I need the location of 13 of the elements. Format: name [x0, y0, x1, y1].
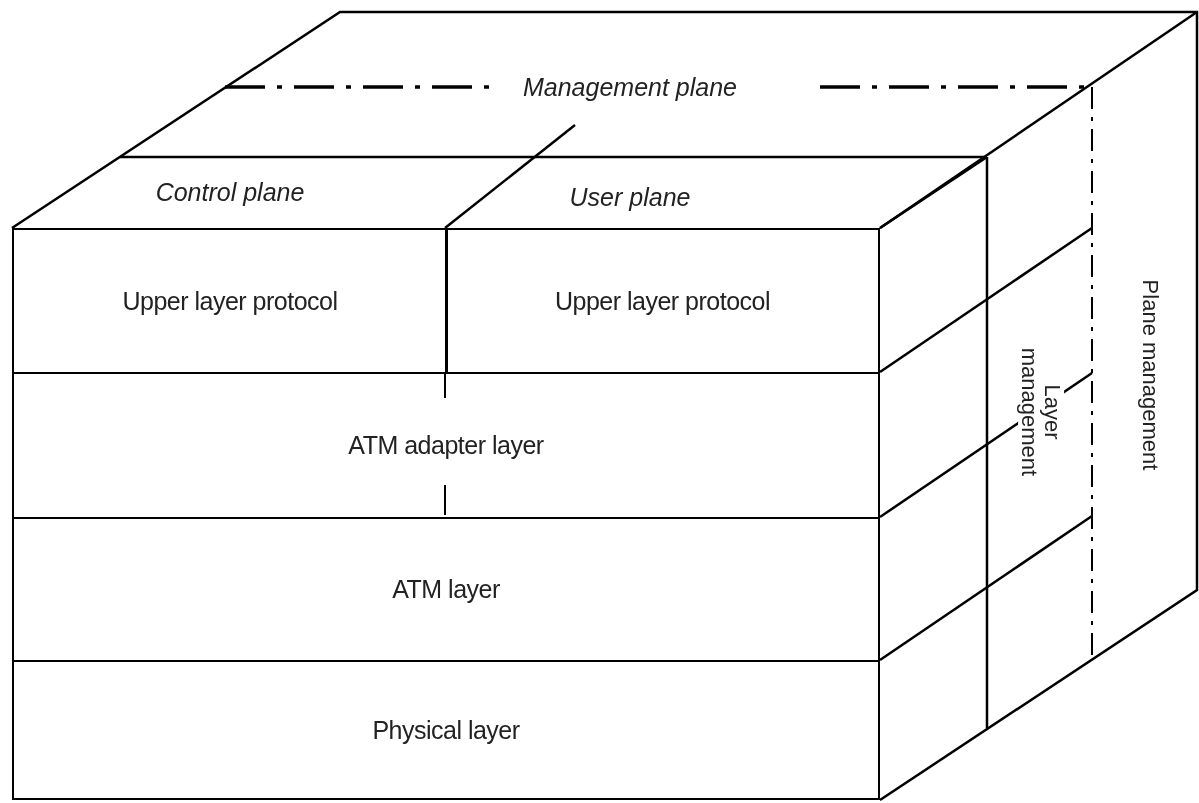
layer-box — [12, 372, 880, 519]
layer-box — [445, 228, 880, 374]
plane-label: User plane — [540, 180, 720, 214]
layer-box — [12, 517, 880, 662]
plane-label: Management plane — [495, 70, 765, 104]
layer-label: ATM layer — [392, 575, 500, 604]
layer-label: ATM adapter layer — [348, 431, 544, 460]
plane-label: Control plane — [135, 175, 325, 209]
layer-label: Upper layer protocol — [122, 286, 338, 316]
layer-label: Upper layer protocol — [554, 286, 771, 316]
layer-label: Physical layer — [372, 715, 520, 745]
layer-box — [12, 228, 448, 374]
layer-box — [12, 660, 880, 800]
